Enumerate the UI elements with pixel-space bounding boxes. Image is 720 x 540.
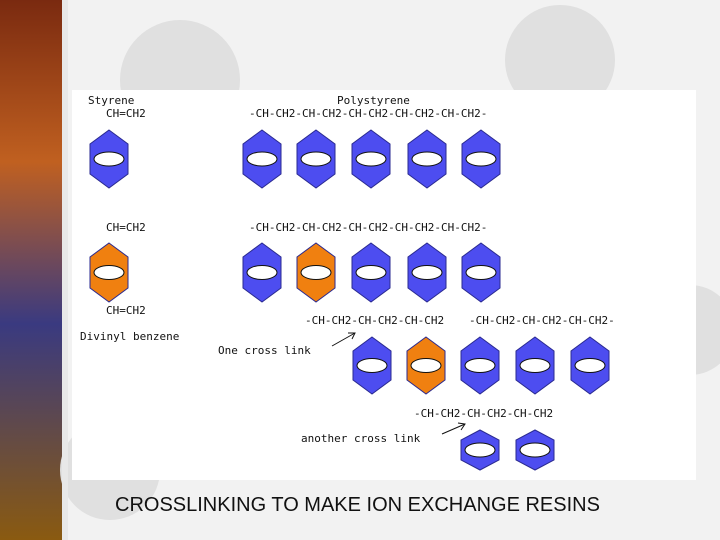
ring-row2-4-aromatic-ellipse: [411, 265, 443, 280]
polystyrene-chain-middle: -CH-CH2-CH-CH2-CH-CH2-CH-CH2-CH-CH2-: [249, 221, 487, 234]
ring-row3-1-aromatic-ellipse: [356, 358, 388, 373]
ring-row2-1-aromatic-ellipse: [246, 265, 278, 280]
one-cross-link-label: One cross link: [218, 344, 311, 357]
polystyrene-chain-top: -CH-CH2-CH-CH2-CH-CH2-CH-CH2-CH-CH2-: [249, 107, 487, 120]
benzene-rings: [89, 129, 610, 471]
ring-row3-2-crosslinked-aromatic-ellipse: [410, 358, 442, 373]
styrene-formula: CH=CH2: [106, 107, 146, 120]
styrene-label: Styrene: [88, 94, 134, 107]
another-cross-link-label: another cross link: [301, 432, 421, 445]
divinyl-formula-bottom: CH=CH2: [106, 304, 146, 317]
divinyl-ring-aromatic-ellipse: [93, 265, 125, 280]
ring-row1-1-aromatic-ellipse: [246, 151, 278, 167]
slide-title: CROSSLINKING TO MAKE ION EXCHANGE RESINS: [115, 494, 600, 516]
ring-row3-3-aromatic-ellipse: [464, 358, 496, 373]
ring-row1-3-aromatic-ellipse: [355, 151, 387, 167]
ring-row4-2-aromatic-ellipse: [519, 442, 551, 458]
styrene-ring-aromatic-ellipse: [93, 151, 125, 167]
ring-row1-4-aromatic-ellipse: [411, 151, 443, 167]
crosslink-chain-right: -CH-CH2-CH-CH2-CH-CH2-: [469, 314, 615, 327]
decorative-strip: [0, 0, 62, 540]
ring-row4-1-aromatic-ellipse: [464, 442, 496, 458]
cross-link-arrow: [331, 332, 356, 347]
another-cross-link-arrow: [441, 423, 466, 435]
polystyrene-label: Polystyrene: [337, 94, 410, 107]
ring-row3-5-aromatic-ellipse: [574, 358, 606, 373]
ring-row2-5-aromatic-ellipse: [465, 265, 497, 280]
ring-row2-3-aromatic-ellipse: [355, 265, 387, 280]
ring-row3-4-aromatic-ellipse: [519, 358, 551, 373]
divinyl-formula-top: CH=CH2: [106, 221, 146, 234]
ring-row1-5-aromatic-ellipse: [465, 151, 497, 167]
ring-row1-2-aromatic-ellipse: [300, 151, 332, 167]
ring-row2-2-crosslinked-aromatic-ellipse: [300, 265, 332, 280]
divinyl-benzene-label: Divinyl benzene: [80, 330, 179, 343]
crosslink-chain-bottom: -CH-CH2-CH-CH2-CH-CH2: [414, 407, 553, 420]
crosslink-chain-left: -CH-CH2-CH-CH2-CH-CH2: [305, 314, 444, 327]
